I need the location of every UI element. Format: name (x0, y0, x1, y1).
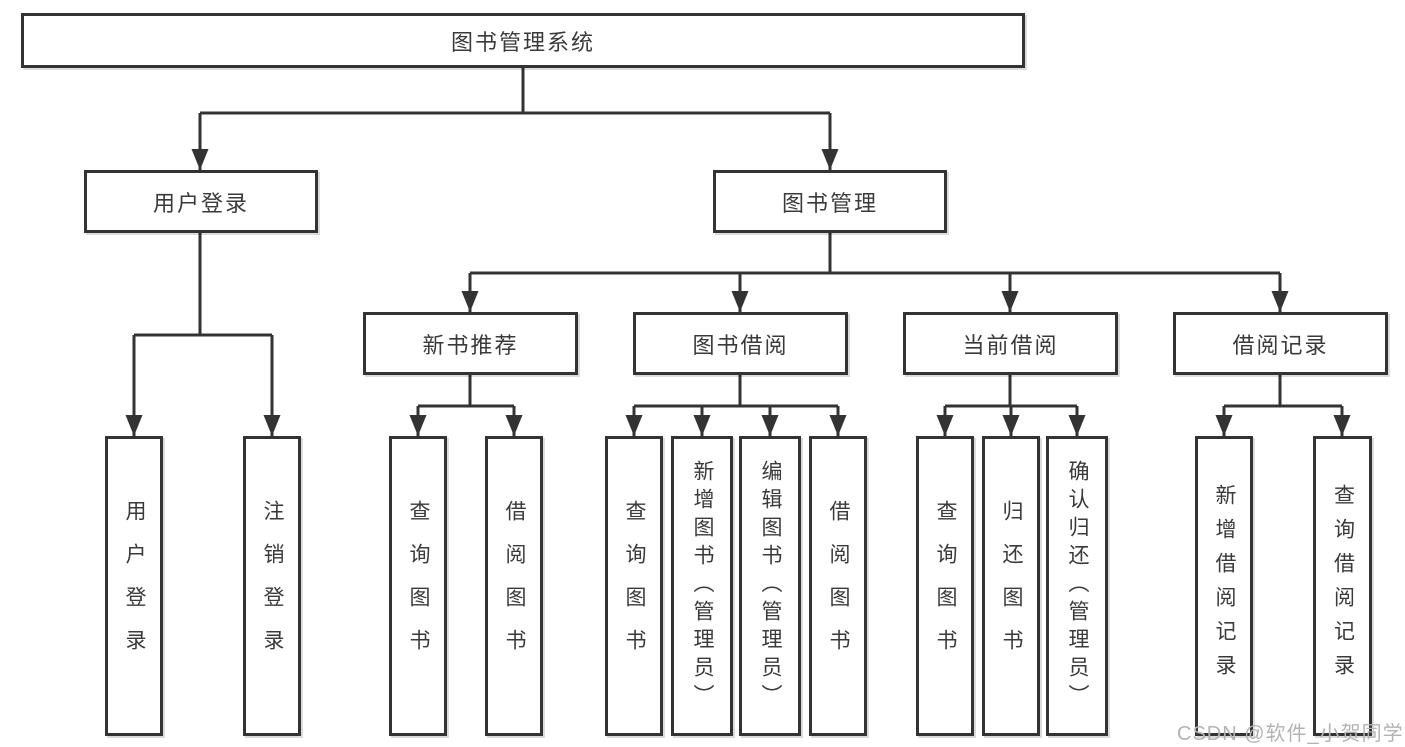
node-label: 编辑图书（管理员） (759, 460, 782, 712)
node-label: 查询借阅记录 (1331, 484, 1355, 688)
leaf-borrow-add-books-admin: 新增图书（管理员） (671, 436, 733, 736)
node-label: 用户登录 (123, 500, 146, 672)
node-label: 新增借阅记录 (1213, 484, 1236, 688)
leaf-newbook-query-books: 查询图书 (389, 436, 447, 736)
leaf-current-return-books: 归还图书 (982, 436, 1040, 736)
leaf-user-login: 用户登录 (105, 436, 163, 736)
leaf-borrow-query-books: 查询图书 (605, 436, 663, 736)
node-root-library-management-system: 图书管理系统 (21, 13, 1025, 68)
node-label: 借阅记录 (1232, 332, 1329, 358)
leaf-records-query-record: 查询借阅记录 (1313, 436, 1372, 736)
node-label: 图书管理系统 (450, 29, 595, 55)
node-book-management: 图书管理 (713, 170, 947, 233)
leaf-newbook-borrow-books: 借阅图书 (485, 436, 543, 736)
node-label: 注销登录 (261, 500, 284, 672)
leaf-current-query-books: 查询图书 (916, 436, 974, 736)
node-label: 借阅图书 (827, 500, 850, 672)
node-label: 用户登录 (152, 190, 249, 216)
leaf-logout-login: 注销登录 (243, 436, 301, 736)
node-label: 借阅图书 (503, 500, 526, 672)
watermark-text: CSDN @软件_小贺同学 (1177, 723, 1404, 745)
leaf-current-confirm-return-admin: 确认归还（管理员） (1046, 436, 1108, 736)
node-label: 查询图书 (934, 500, 957, 672)
node-new-book-recommend: 新书推荐 (363, 312, 578, 375)
node-book-borrow: 图书借阅 (633, 312, 848, 375)
leaf-borrow-borrow-books: 借阅图书 (809, 436, 867, 736)
node-label: 图书借阅 (692, 332, 789, 358)
node-current-borrow: 当前借阅 (903, 312, 1118, 375)
node-label: 查询图书 (623, 500, 646, 672)
node-label: 新增图书（管理员） (691, 460, 714, 712)
node-user-login: 用户登录 (84, 170, 318, 233)
leaf-borrow-edit-books-admin: 编辑图书（管理员） (739, 436, 801, 736)
node-label: 图书管理 (781, 190, 878, 216)
leaf-records-add-record: 新增借阅记录 (1195, 436, 1253, 736)
node-label: 确认归还（管理员） (1066, 460, 1089, 712)
node-label: 当前借阅 (962, 332, 1059, 358)
node-label: 新书推荐 (422, 332, 519, 358)
node-label: 归还图书 (1000, 500, 1023, 672)
node-label: 查询图书 (407, 500, 430, 672)
node-borrow-records: 借阅记录 (1173, 312, 1388, 375)
